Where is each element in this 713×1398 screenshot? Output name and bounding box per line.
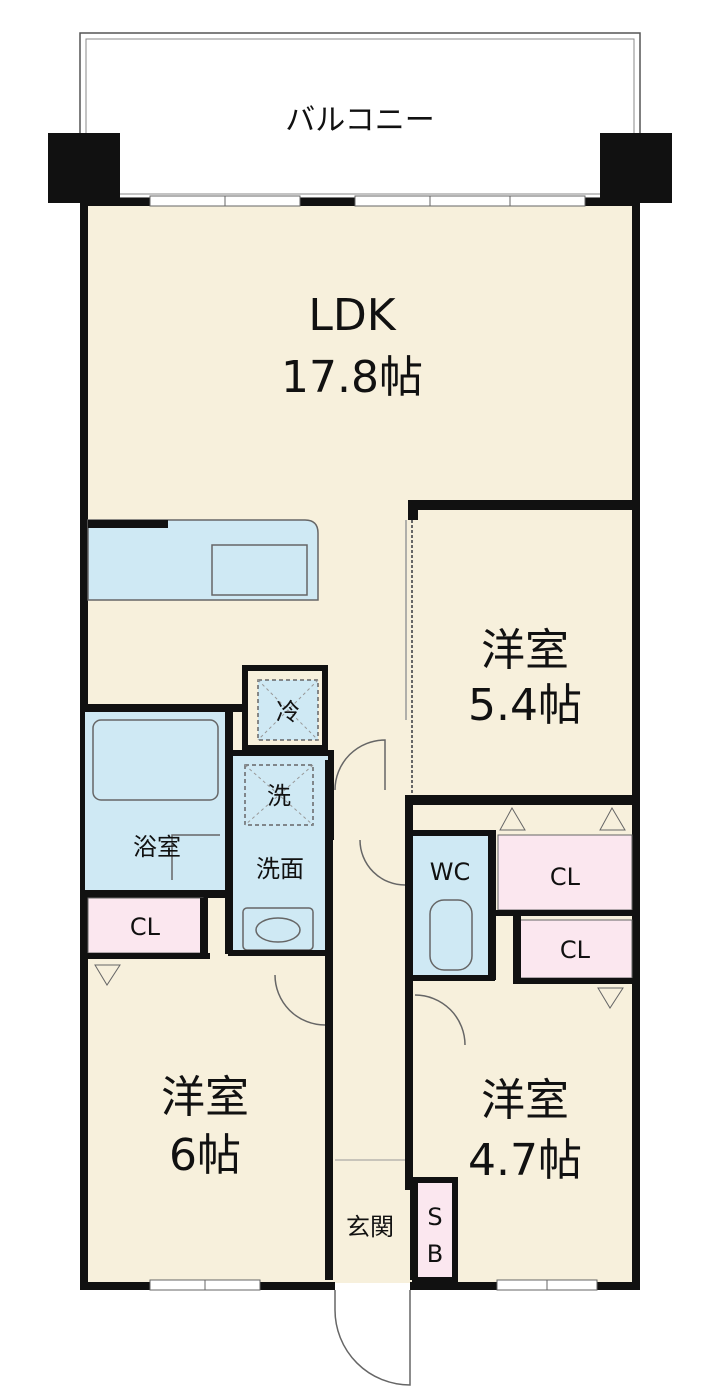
bathtub: [92, 719, 219, 801]
balcony-windows: [149, 195, 586, 207]
closet-right-top: CL: [496, 806, 636, 916]
closet-left: CL: [80, 897, 210, 986]
toilet-room: WC: [410, 830, 496, 981]
ldk-room: LDK 17.8帖: [281, 290, 423, 403]
balcony-label: バルコニー: [285, 103, 434, 138]
bathroom: 浴室: [80, 704, 245, 954]
closet-right-bottom: CL: [513, 916, 638, 1009]
western-room-47-size: 4.7帖: [468, 1135, 582, 1186]
toilet-label: WC: [430, 858, 471, 886]
entrance-door: [334, 1290, 411, 1386]
ldk-name: LDK: [308, 290, 396, 341]
closet-right-bottom-label: CL: [560, 936, 591, 964]
shoe-box: [412, 1177, 458, 1283]
shoe-box-label-bottom: B: [427, 1240, 443, 1268]
washer-label: 洗: [267, 782, 291, 810]
closet-right-top-label: CL: [550, 863, 581, 891]
washroom: 洗 洗面: [228, 750, 334, 956]
balcony-pillar-right: [600, 133, 672, 203]
western-room-54-size: 5.4帖: [468, 680, 582, 731]
closet-left-label: CL: [130, 913, 161, 941]
shoe-box-label-top: S: [427, 1203, 442, 1231]
entrance: 玄関 S B: [334, 1177, 458, 1386]
western-room-6-name: 洋室: [161, 1072, 249, 1123]
bathroom-label: 浴室: [133, 833, 181, 861]
entrance-label: 玄関: [346, 1213, 394, 1241]
refrigerator-label: 冷: [276, 698, 300, 726]
ldk-size: 17.8帖: [281, 352, 423, 403]
refrigerator-space: 冷: [242, 665, 328, 751]
western-room-47-name: 洋室: [481, 1075, 569, 1126]
kitchen-counter: [87, 519, 319, 601]
balcony-pillar-left: [48, 133, 120, 203]
wash-basin: [242, 907, 314, 951]
balcony: バルコニー: [48, 32, 672, 203]
western-room-47: 洋室 4.7帖: [468, 1075, 598, 1291]
kitchen-sink: [211, 544, 308, 596]
western-room-54-name: 洋室: [481, 625, 569, 676]
western-room-54: 洋室 5.4帖: [405, 500, 640, 805]
hallway: [274, 739, 466, 1280]
western-room-6-size: 6帖: [169, 1130, 241, 1181]
western-room-6: 洋室 6帖: [149, 1072, 261, 1291]
washroom-label: 洗面: [256, 855, 304, 883]
toilet-fixture: [429, 899, 473, 971]
